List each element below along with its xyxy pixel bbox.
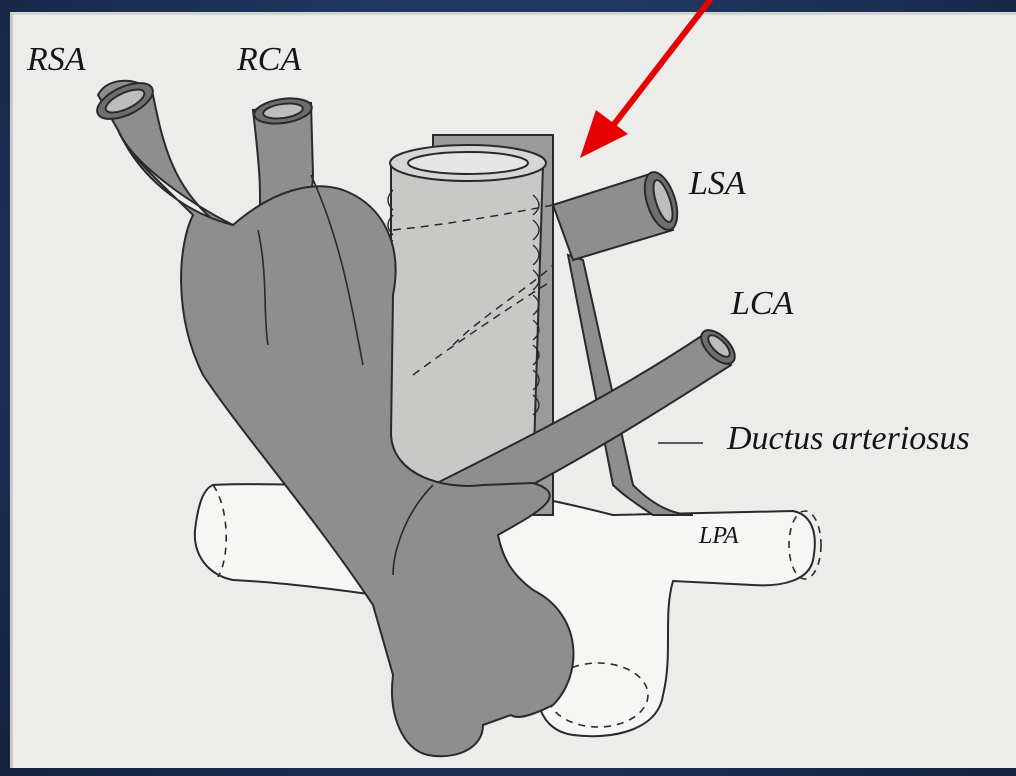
vascular-ring-illustration [13, 15, 1016, 768]
label-rsa: RSA [27, 41, 86, 79]
diagram-scan: RSA RCA LSA LCA Ductus arteriosus LPA [10, 12, 1016, 768]
left-subclavian-artery [553, 168, 684, 260]
label-lsa: LSA [689, 165, 746, 203]
label-lca: LCA [731, 285, 793, 323]
label-ductus-arteriosus: Ductus arteriosus [727, 420, 970, 458]
label-rca: RCA [237, 41, 301, 79]
label-lpa: LPA [699, 523, 739, 550]
